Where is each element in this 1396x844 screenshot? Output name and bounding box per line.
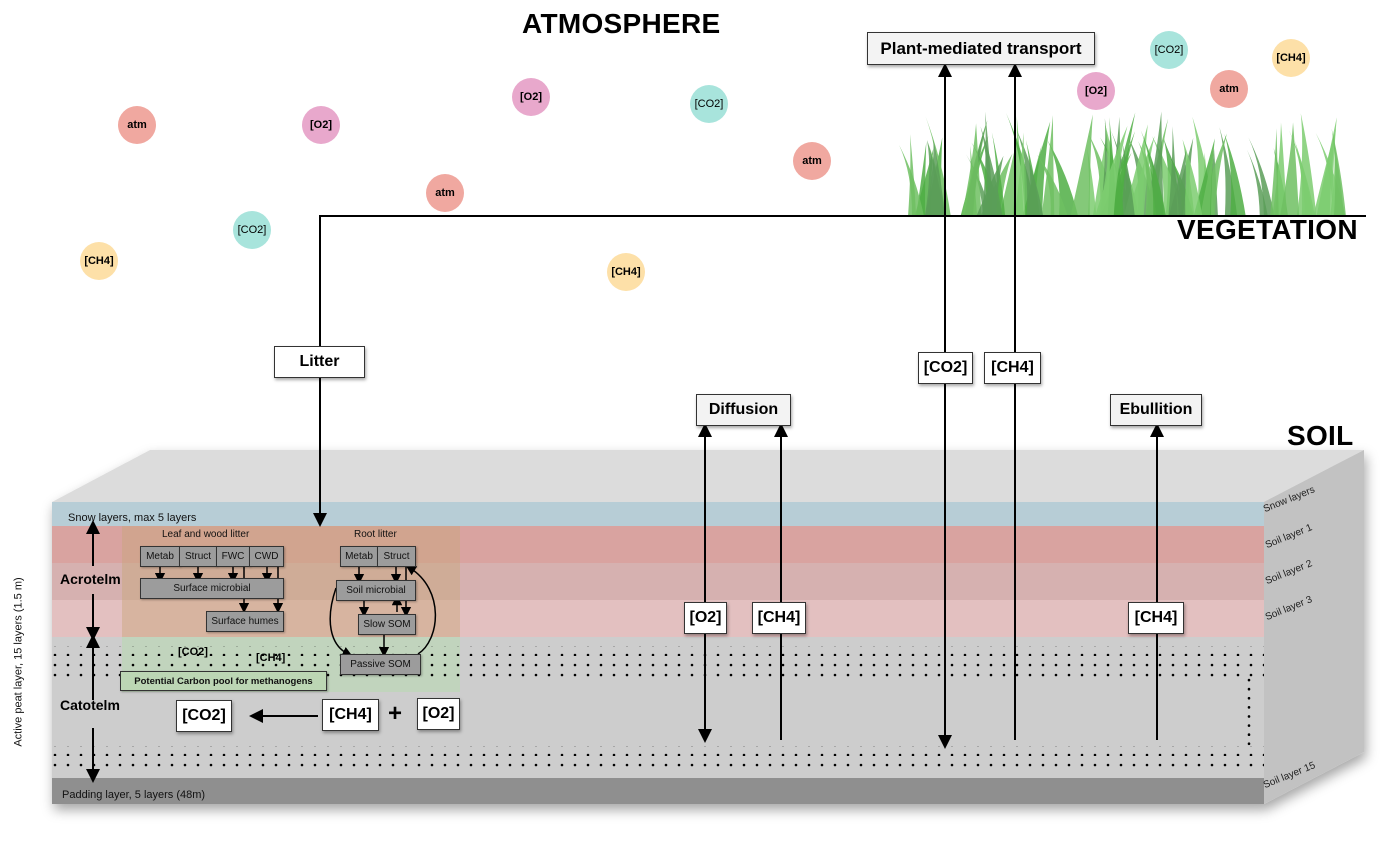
grass-blade <box>1313 128 1337 216</box>
ebullition-ch4-label: [CH4] <box>1128 602 1184 634</box>
grass-blade <box>1168 149 1187 216</box>
pool-ch4-label: [CH4] <box>256 652 286 664</box>
diffusion-o2-label: [O2] <box>684 602 727 634</box>
grass-blade <box>1331 128 1346 216</box>
snow-layer <box>52 502 1264 526</box>
root-litter-title: Root litter <box>354 529 397 540</box>
grass-blade <box>1224 133 1246 216</box>
dotted-line <box>52 658 1264 668</box>
plant-co2-label: [CO2] <box>918 352 973 384</box>
grass-blade <box>961 123 982 216</box>
diffusion-ch4-label: [CH4] <box>752 602 806 634</box>
gas-bubble: [O2] <box>512 78 550 116</box>
soil-top-face <box>52 450 1364 502</box>
grass-blade <box>1047 140 1079 216</box>
oxidation-ch4-reactant: [CH4] <box>322 699 379 731</box>
leaf-fwc-pool: FWC <box>216 546 250 567</box>
grass-blade <box>1127 136 1155 216</box>
plant-ch4-label: [CH4] <box>984 352 1041 384</box>
grass-blade <box>1280 122 1299 216</box>
grass-blade <box>1248 137 1275 216</box>
gas-bubble: atm <box>793 142 831 180</box>
pool-arrow-curved <box>405 565 437 655</box>
grass-blade <box>1070 114 1093 216</box>
dotted-line <box>52 646 1264 656</box>
soil-microbial-pool: Soil microbial <box>336 580 416 601</box>
acrotelm-label: Acrotelm <box>60 571 121 587</box>
grass-blade <box>899 144 924 216</box>
diffusion-box: Diffusion <box>696 394 791 426</box>
soil-side-face <box>1264 450 1364 804</box>
grass-blade <box>1270 128 1279 216</box>
gas-bubble: [CH4] <box>1272 39 1310 77</box>
grass-vegetation <box>899 111 1346 216</box>
gas-bubble: [CO2] <box>690 85 728 123</box>
grass-blade <box>916 142 927 216</box>
dotted-line <box>52 762 1264 772</box>
leaf-struct-pool: Struct <box>179 546 217 567</box>
vegetation-title: VEGETATION <box>1177 214 1358 245</box>
grass-blade <box>999 138 1018 216</box>
catotelm-label: Catotelm <box>60 697 120 713</box>
gas-bubble: [CH4] <box>80 242 118 280</box>
grass-blade <box>1140 130 1166 216</box>
methanogen-carbon-pool: Potential Carbon pool for methanogens <box>120 671 327 691</box>
padding-layer-label: Padding layer, 5 layers (48m) <box>62 789 206 801</box>
dotted-line <box>52 670 1264 680</box>
leaf-metab-pool: Metab <box>140 546 180 567</box>
grass-blade <box>1037 154 1068 216</box>
padding-layer <box>52 778 1264 804</box>
grass-blade <box>1095 125 1128 216</box>
passive-som-pool: Passive SOM <box>340 654 421 675</box>
root-struct-pool: Struct <box>377 546 416 567</box>
grass-blade <box>1247 149 1268 216</box>
gas-bubble: [O2] <box>302 106 340 144</box>
plant-mediated-transport-box: Plant-mediated transport <box>867 32 1095 65</box>
surface-humes-pool: Surface humes <box>206 611 284 632</box>
gas-bubble: atm <box>118 106 156 144</box>
pool-co2-label: [CO2] <box>178 646 208 658</box>
atmosphere-title: ATMOSPHERE <box>522 8 721 39</box>
oxidation-o2-reactant: [O2] <box>417 698 460 730</box>
gas-bubble: [CO2] <box>233 211 271 249</box>
gas-bubble: atm <box>426 174 464 212</box>
slow-som-pool: Slow SOM <box>358 614 416 635</box>
leaf-wood-litter-title: Leaf and wood litter <box>162 529 250 540</box>
snow-layers-label: Snow layers, max 5 layers <box>68 512 197 524</box>
grass-blade <box>1182 139 1203 216</box>
leaf-cwd-pool: CWD <box>249 546 284 567</box>
dotted-line <box>52 746 1264 756</box>
root-metab-pool: Metab <box>340 546 378 567</box>
ebullition-box: Ebullition <box>1110 394 1202 426</box>
gas-bubble: [CO2] <box>1150 31 1188 69</box>
grass-blade <box>1014 132 1026 216</box>
plus-sign: + <box>388 700 403 727</box>
oxidation-co2-product: [CO2] <box>176 700 232 732</box>
surface-microbial-pool: Surface microbial <box>140 578 284 599</box>
litter-path-line <box>319 215 1366 346</box>
grass-blade <box>1296 113 1317 216</box>
grass-blade <box>1294 140 1313 216</box>
gas-bubble: [O2] <box>1077 72 1115 110</box>
grass-blade <box>976 155 1004 216</box>
pool-arrow-curved <box>329 587 353 657</box>
grass-blade <box>1200 149 1215 216</box>
gas-bubble: atm <box>1210 70 1248 108</box>
grass-blade <box>1143 143 1157 216</box>
gas-bubble: [CH4] <box>607 253 645 291</box>
litter-box: Litter <box>274 346 365 378</box>
soil-title: SOIL <box>1287 420 1354 451</box>
active-peat-layer-label: Active peat layer, 15 layers (1.5 m) <box>12 577 25 747</box>
